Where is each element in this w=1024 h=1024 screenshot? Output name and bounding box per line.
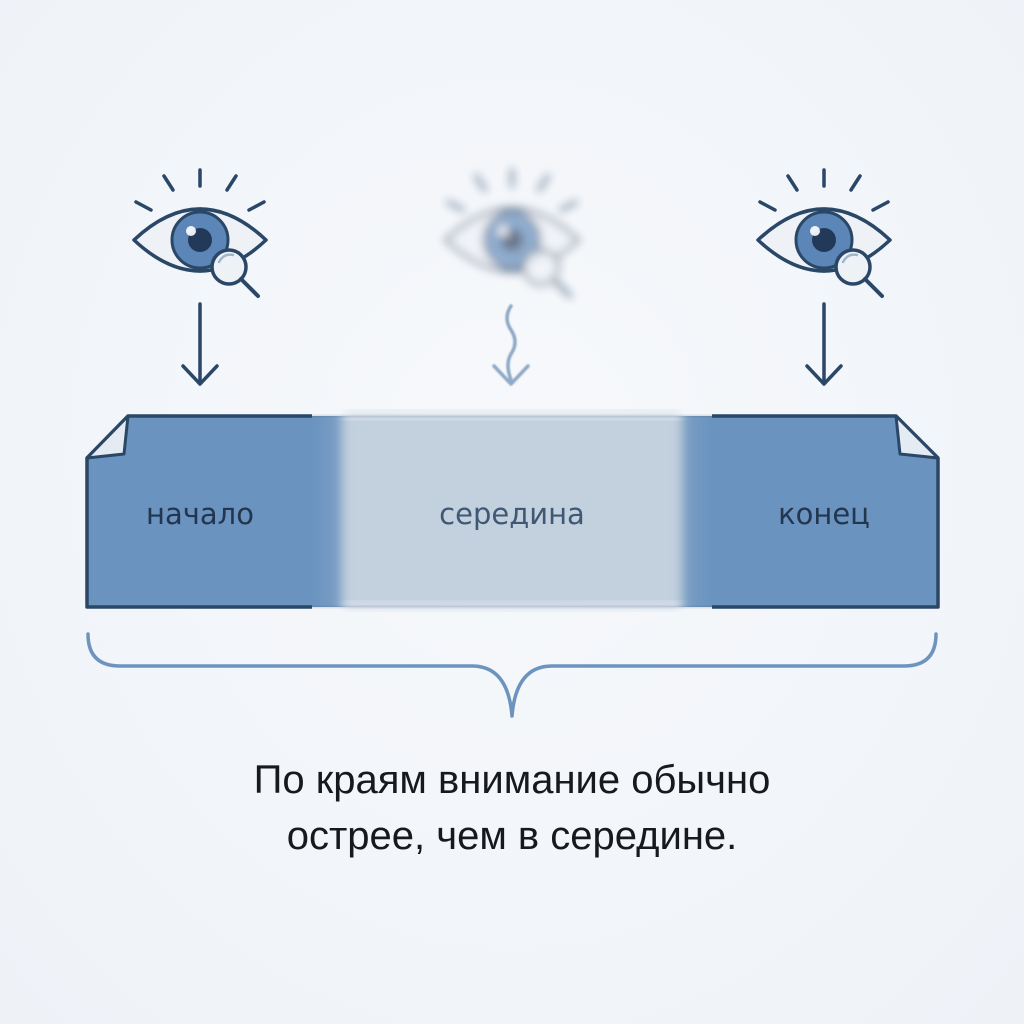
document-bar (85, 410, 940, 611)
eye-magnifier-icon (756, 168, 892, 298)
caption: По краям внимание обычно острее, чем в с… (0, 752, 1024, 864)
curly-brace (86, 632, 938, 718)
fold-corner-right (894, 414, 940, 460)
arrow-down-right (805, 302, 843, 386)
fold-corner-left (85, 414, 130, 460)
caption-line-2: острее, чем в середине. (286, 814, 738, 858)
wavy-arrow-center (492, 304, 530, 386)
segment-label-end: конец (778, 497, 870, 531)
eye-magnifier-icon (132, 168, 268, 298)
segment-label-middle: середина (439, 497, 585, 531)
segment-label-start: начало (146, 497, 254, 531)
arrow-down-left (181, 302, 219, 386)
eye-magnifier-icon-blurred (444, 168, 580, 298)
caption-line-1: По краям внимание обычно (253, 758, 771, 802)
